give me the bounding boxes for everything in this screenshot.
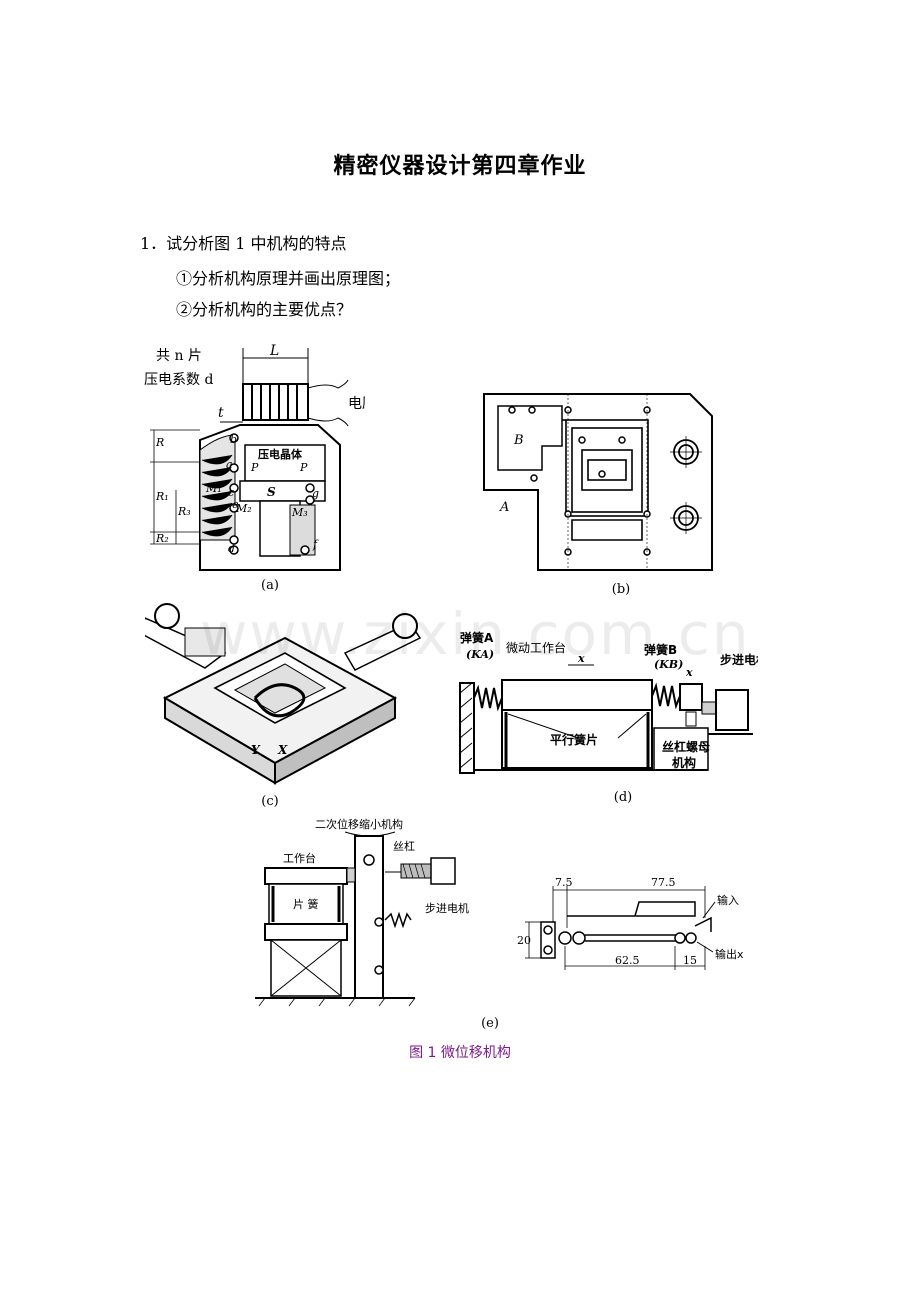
fig-a-R: R	[155, 436, 164, 449]
fig-c-X: X	[277, 743, 288, 757]
fig-a-t: t	[218, 405, 224, 421]
fig-a-e: e	[232, 498, 239, 511]
figure-d-drawing: 弹簧A (KA) 微动工作台 x 弹簧B (KB) x 步进电机 平行簧片 丝杠…	[459, 630, 758, 774]
figure-e-right-drawing: 7.5 77.5 输入 输出x 20 62.5 15	[517, 876, 744, 970]
question-1: 1．试分析图 1 中机构的特点	[140, 234, 347, 253]
figure-a-label: (a)	[261, 578, 279, 593]
fig-a-P1: P	[250, 461, 259, 474]
watermark: www.zixin.com.cn	[200, 600, 751, 668]
fig-d-motor: 步进电机	[720, 652, 758, 667]
fig-d-mechanism: 机构	[672, 755, 696, 770]
figure-e-label: (e)	[481, 1016, 499, 1031]
question-item-2: ②分析机构的主要优点？	[176, 300, 353, 319]
fig-a-d: d	[228, 542, 235, 555]
fig-a-c: c	[228, 486, 234, 499]
fig-d-KB: (KB)	[654, 658, 683, 671]
fig-a-b: b	[230, 433, 237, 446]
fig-e-screw: 丝杠	[393, 840, 415, 853]
figure-c: Y X	[145, 598, 430, 788]
fig-e-dim-775: 77.5	[651, 876, 676, 889]
fig-e-leaf: 片 簧	[293, 897, 319, 911]
fig-d-leaf: 平行簧片	[550, 732, 598, 747]
figure-c-label: (c)	[261, 794, 279, 809]
fig-b-A: A	[499, 500, 509, 515]
figure-b: B A	[482, 390, 714, 576]
fig-a-a: a	[226, 458, 233, 471]
fig-e-worktable: 工作台	[283, 851, 316, 865]
fig-e-dim-625: 62.5	[615, 954, 640, 967]
fig-a-S: S	[267, 485, 276, 499]
figure-d: 弹簧A (KA) 微动工作台 x 弹簧B (KB) x 步进电机 平行簧片 丝杠…	[458, 628, 758, 778]
fig-a-R3: R₃	[177, 505, 191, 518]
fig-a-R1: R₁	[155, 490, 169, 503]
fig-a-M2: M₂	[235, 502, 252, 515]
fig-e-input: 输入	[717, 893, 739, 907]
fig-a-n-text: 共 n 片	[156, 348, 202, 364]
fig-e-dim-15: 15	[683, 954, 697, 967]
fig-d-springB: 弹簧B	[644, 642, 677, 657]
fig-d-springA: 弹簧A	[460, 630, 494, 645]
figure-b-label: (b)	[611, 582, 631, 597]
fig-a-voltage: 电压 U	[348, 396, 365, 412]
figure-b-drawing: B A	[483, 393, 713, 571]
fig-d-table: 微动工作台	[506, 640, 566, 655]
fig-a-M1: M₁	[205, 482, 222, 495]
question-item-1: ①分析机构原理并画出原理图；	[176, 269, 401, 288]
fig-d-screw-nut: 丝杠螺母	[662, 739, 710, 754]
figure-c-drawing: Y X	[145, 603, 422, 785]
page-title: 精密仪器设计第四章作业	[333, 154, 587, 179]
fig-e-dim-75: 7.5	[555, 876, 573, 889]
fig-d-x2: x	[685, 666, 693, 679]
fig-a-f: f	[312, 538, 319, 551]
fig-e-reducer: 二次位移缩小机构	[315, 817, 403, 831]
fig-a-P2: P	[299, 461, 308, 474]
fig-a-d-text: 压电系数 d	[144, 372, 213, 388]
fig-d-x1: x	[577, 652, 585, 665]
fig-a-L: L	[269, 343, 279, 359]
fig-d-KA: (KA)	[466, 648, 494, 661]
figure-a-drawing: 共 n 片 压电系数 d L 电压 U t 压电晶体 P P	[144, 343, 365, 571]
fig-e-output: 输出x	[715, 947, 744, 961]
figure-caption: 图 1 微位移机构	[409, 1045, 511, 1061]
figure-e-right: 7.5 77.5 输入 输出x 20 62.5 15	[515, 868, 765, 978]
figure-a: 共 n 片 压电系数 d L 电压 U t 压电晶体 P P	[140, 340, 365, 575]
fig-a-g: g	[312, 487, 319, 500]
figure-e-left: 二次位移缩小机构 丝杠 工作台 片 簧 步进电机	[255, 812, 485, 1008]
figure-e-left-drawing: 二次位移缩小机构 丝杠 工作台 片 簧 步进电机	[255, 817, 469, 1007]
fig-a-M3: M₃	[291, 506, 308, 519]
fig-e-dim-20: 20	[517, 934, 531, 947]
figure-d-label: (d)	[613, 790, 633, 805]
fig-c-Y: Y	[251, 743, 261, 757]
fig-a-crystal: 压电晶体	[258, 447, 303, 461]
fig-a-R2: R₂	[155, 532, 169, 545]
fig-b-B: B	[513, 433, 524, 448]
fig-e-motor: 步进电机	[425, 901, 469, 915]
